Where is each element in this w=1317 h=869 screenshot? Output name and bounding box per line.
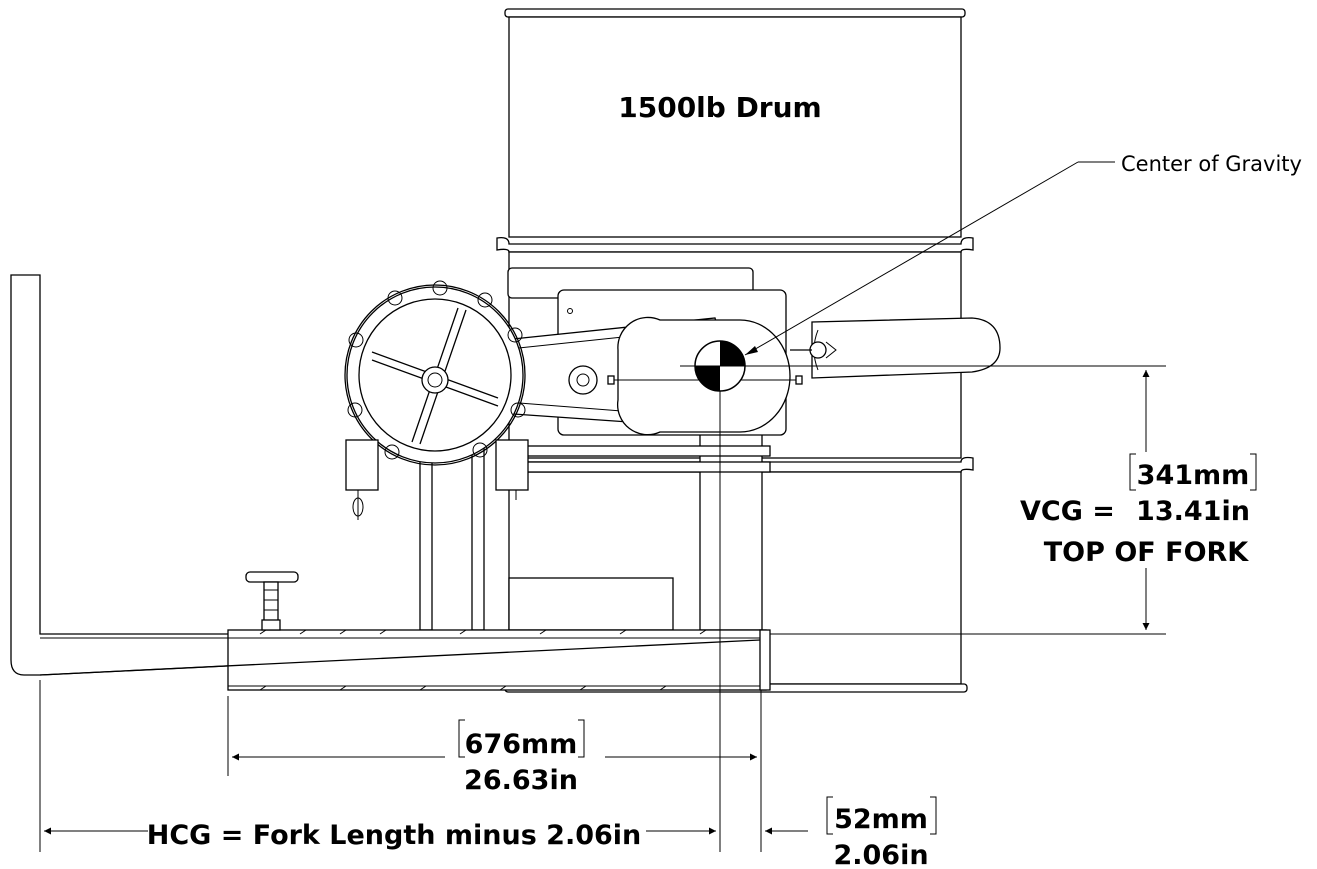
vcg-reference-label: TOP OF FORK (1044, 537, 1250, 568)
vcg-metric-value: 341mm (1137, 460, 1250, 491)
t-handle-bolt (245, 571, 299, 631)
cg-leader-line (744, 161, 1115, 356)
dimension-lines (39, 365, 1166, 852)
dim-52-metric: 52mm (834, 804, 928, 835)
vcg-label: VCG = (1020, 496, 1115, 527)
handwheel (344, 280, 529, 520)
center-of-gravity-label: Center of Gravity (1121, 152, 1302, 176)
dim-52-imperial: 2.06in (833, 840, 928, 869)
right-handle (790, 317, 1001, 379)
metric-brackets (458, 453, 1257, 835)
dim-676-imperial: 26.63in (464, 765, 578, 796)
fork (10, 274, 771, 691)
drum-label: 1500lb Drum (618, 91, 821, 124)
hcg-label: HCG = Fork Length minus 2.06in (147, 820, 642, 851)
dim-676-metric: 676mm (465, 729, 578, 760)
vcg-imperial-value: 13.41in (1136, 496, 1250, 527)
